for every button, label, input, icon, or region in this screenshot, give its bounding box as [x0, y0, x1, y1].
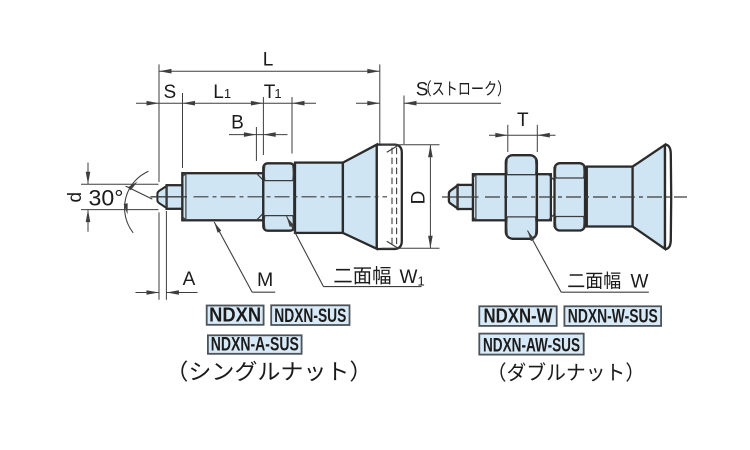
svg-text:B: B: [231, 113, 244, 134]
svg-text:NDXN-W: NDXN-W: [484, 306, 553, 328]
svg-text:NDXN-AW-SUS: NDXN-AW-SUS: [483, 334, 580, 356]
svg-text:T: T: [264, 82, 276, 103]
svg-text:T: T: [517, 110, 529, 131]
svg-text:A: A: [183, 269, 196, 290]
svg-text:M: M: [257, 269, 273, 291]
svg-text:D: D: [408, 191, 429, 205]
svg-text:S: S: [416, 80, 429, 101]
svg-text:L: L: [213, 82, 224, 103]
svg-text:NDXN-A-SUS: NDXN-A-SUS: [211, 335, 299, 356]
svg-text:NDXN-SUS: NDXN-SUS: [274, 306, 346, 327]
svg-text:W: W: [631, 272, 649, 293]
svg-text:NDXN-W-SUS: NDXN-W-SUS: [568, 307, 658, 328]
svg-text:30°: 30°: [89, 186, 124, 211]
svg-text:d: d: [65, 192, 86, 203]
svg-text:NDXN: NDXN: [209, 305, 261, 327]
svg-text:L: L: [263, 49, 274, 70]
svg-text:S: S: [163, 82, 176, 103]
svg-text:1: 1: [224, 86, 231, 101]
svg-text:1: 1: [418, 274, 425, 289]
svg-text:W: W: [400, 267, 418, 288]
svg-text:1: 1: [274, 86, 281, 101]
